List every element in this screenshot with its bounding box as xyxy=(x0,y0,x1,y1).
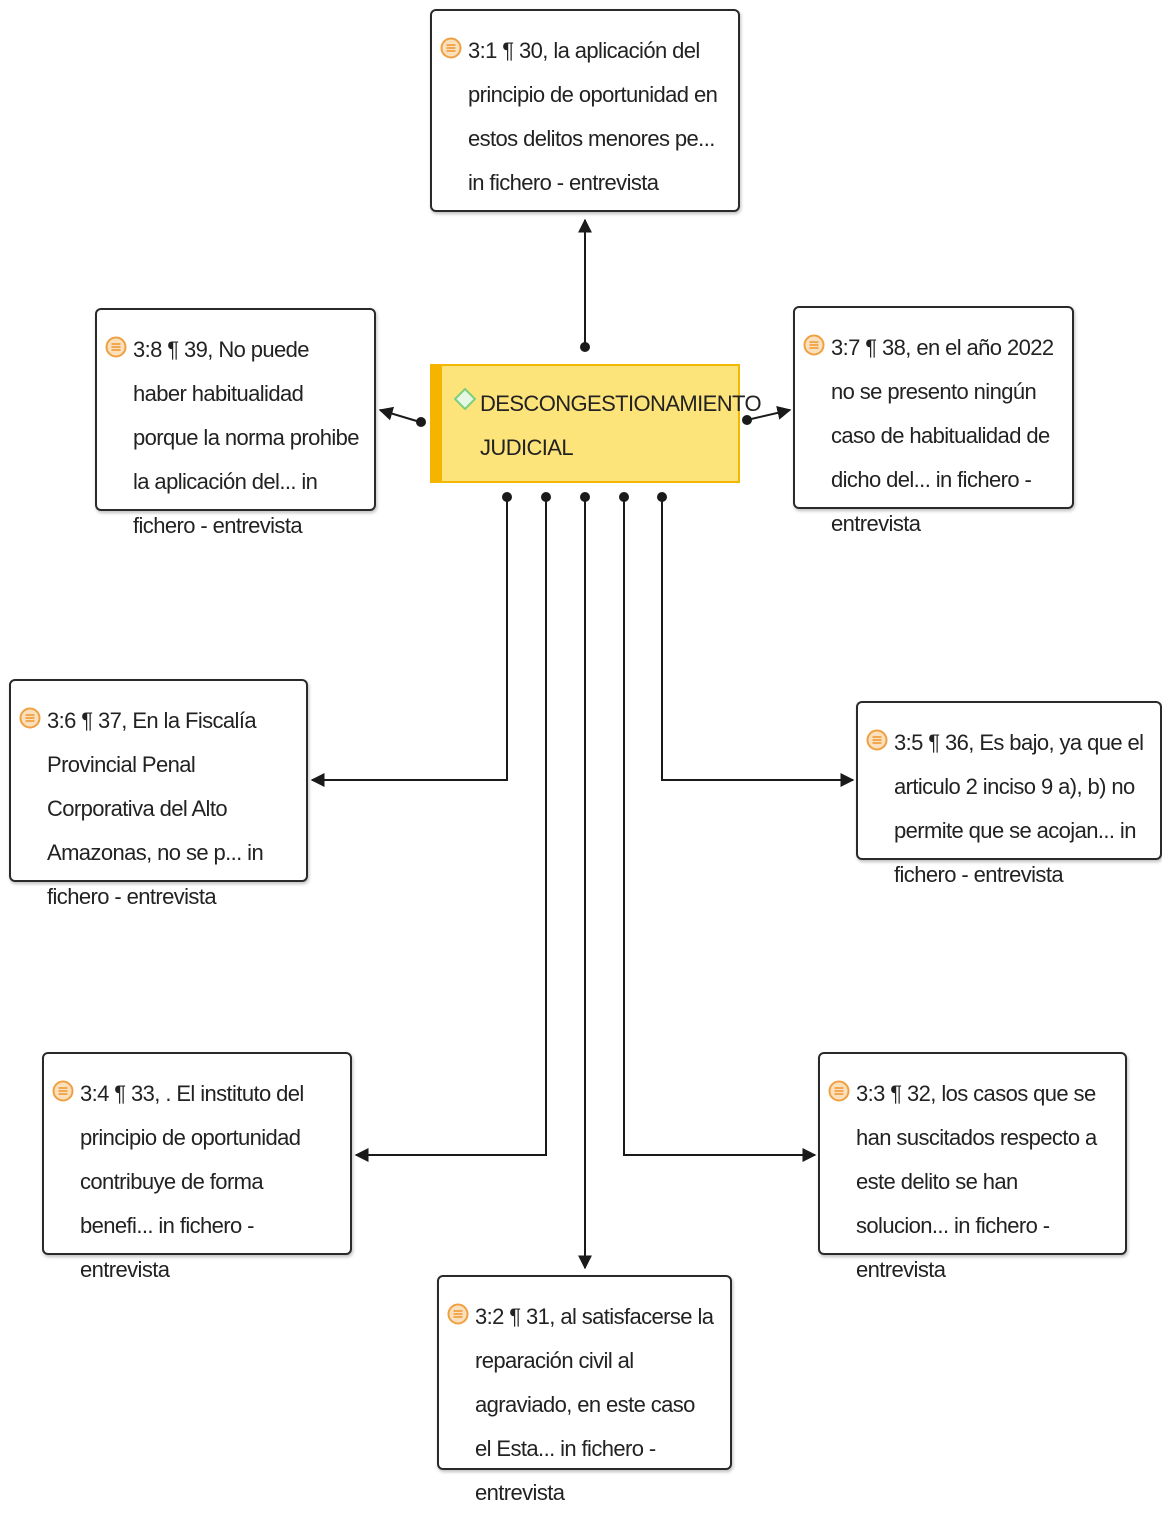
code-label: DESCONGESTIONAMIENTO JUDICIAL xyxy=(480,391,762,460)
quotation-node-3-2[interactable]: 3:2 ¶ 31, al satisfacerse la reparación … xyxy=(437,1275,732,1505)
quotation-text: 3:8 ¶ 39, No puede haber habitualidad po… xyxy=(133,337,360,538)
quotation-text: 3:7 ¶ 38, en el año 2022 no se presento … xyxy=(831,335,1054,536)
quotation-icon xyxy=(828,1080,850,1102)
quotation-icon xyxy=(440,37,462,59)
link-to-q34 xyxy=(354,497,547,1162)
quotation-node-3-3[interactable]: 3:3 ¶ 32, los casos que se han suscitado… xyxy=(818,1052,1127,1282)
link-dot xyxy=(541,492,551,502)
quotation-text: 3:3 ¶ 32, los casos que se han suscitado… xyxy=(856,1081,1097,1282)
quotation-text: 3:4 ¶ 33, . El instituto del principio d… xyxy=(80,1081,304,1282)
quotation-text: 3:5 ¶ 36, Es bajo, ya que el articulo 2 … xyxy=(894,730,1144,887)
link-dot xyxy=(580,342,590,352)
quotation-icon xyxy=(19,707,41,729)
quotation-icon xyxy=(447,1303,469,1325)
link-dot xyxy=(619,492,629,502)
quotation-node-3-5[interactable]: 3:5 ¶ 36, Es bajo, ya que el articulo 2 … xyxy=(856,701,1162,887)
code-node-descongestionamiento[interactable]: DESCONGESTIONAMIENTO JUDICIAL xyxy=(430,364,762,483)
link-to-q36 xyxy=(310,497,508,787)
quotation-text: 3:1 ¶ 30, la aplicación del principio de… xyxy=(468,38,718,195)
link-to-q37 xyxy=(746,406,792,421)
link-to-q35 xyxy=(661,497,855,787)
quotation-icon xyxy=(866,729,888,751)
quotation-node-3-4[interactable]: 3:4 ¶ 33, . El instituto del principio d… xyxy=(42,1052,352,1282)
quotation-icon xyxy=(105,336,127,358)
link-to-q33 xyxy=(623,497,817,1162)
quotation-icon xyxy=(803,334,825,356)
quotation-icon xyxy=(52,1080,74,1102)
link-dot xyxy=(416,417,426,427)
quotation-node-3-6[interactable]: 3:6 ¶ 37, En la Fiscalía Provincial Pena… xyxy=(9,679,308,909)
quotation-node-3-7[interactable]: 3:7 ¶ 38, en el año 2022 no se presento … xyxy=(793,306,1074,536)
link-to-q38 xyxy=(378,406,421,423)
link-dot xyxy=(502,492,512,502)
links-layer xyxy=(310,218,855,1270)
link-dot xyxy=(657,492,667,502)
link-dot xyxy=(580,492,590,502)
link-dot xyxy=(742,415,752,425)
quotation-node-3-8[interactable]: 3:8 ¶ 39, No puede haber habitualidad po… xyxy=(95,308,376,538)
quotation-text: 3:2 ¶ 31, al satisfacerse la reparación … xyxy=(475,1304,714,1505)
quotation-text: 3:6 ¶ 37, En la Fiscalía Provincial Pena… xyxy=(47,708,264,909)
quotation-node-3-1[interactable]: 3:1 ¶ 30, la aplicación del principio de… xyxy=(430,9,740,212)
code-diamond-icon xyxy=(454,388,476,410)
